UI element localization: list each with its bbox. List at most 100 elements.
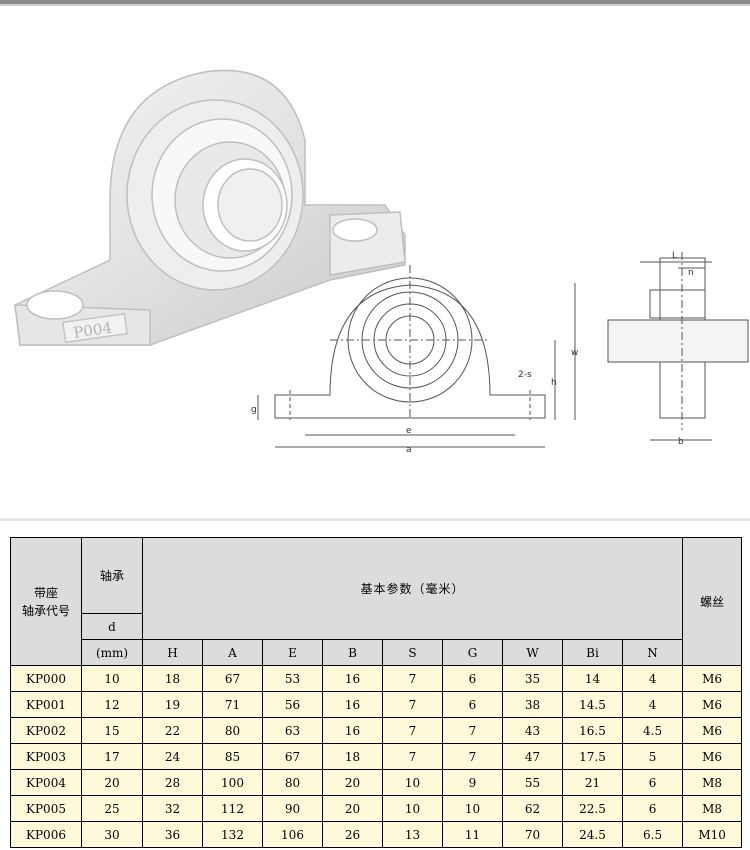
table-cell: 25 bbox=[81, 795, 143, 822]
table-cell: 28 bbox=[142, 769, 203, 796]
table-cell: 32 bbox=[142, 795, 203, 822]
table-cell: 15 bbox=[81, 717, 143, 744]
table-cell: 10 bbox=[382, 795, 443, 822]
table-cell: 24.5 bbox=[562, 821, 623, 848]
table-cell: 36 bbox=[142, 821, 203, 848]
table-cell: 13 bbox=[382, 821, 443, 848]
table-cell: 62 bbox=[502, 795, 563, 822]
table-cell: 55 bbox=[502, 769, 563, 796]
dim-label-L: L bbox=[672, 251, 677, 261]
thread-cell: M8 bbox=[682, 795, 743, 822]
header-unit: (mm) bbox=[81, 639, 143, 666]
table-cell: 19 bbox=[142, 691, 203, 718]
header-bearing: 轴承 bbox=[81, 537, 143, 614]
model-code-cell: KP002 bbox=[10, 717, 82, 744]
section-divider bbox=[0, 518, 750, 521]
column-header: N bbox=[621, 639, 684, 666]
dim-label-h: h bbox=[551, 378, 557, 388]
product-drawing: P004 w h g e a 2-s L n bbox=[14, 69, 749, 455]
table-cell: 10 bbox=[81, 665, 143, 692]
table-cell: 6.5 bbox=[621, 821, 684, 848]
dim-label-n: n bbox=[688, 268, 694, 278]
thread-cell: M6 bbox=[682, 691, 743, 718]
table-cell: 10 bbox=[442, 795, 503, 822]
table-cell: 80 bbox=[202, 717, 263, 744]
table-cell: 6 bbox=[442, 665, 503, 692]
table-cell: 18 bbox=[322, 743, 383, 770]
table-cell: 7 bbox=[442, 743, 503, 770]
table-cell: 35 bbox=[502, 665, 563, 692]
dim-label-a: a bbox=[406, 445, 412, 455]
model-code-cell: KP001 bbox=[10, 691, 82, 718]
table-cell: 7 bbox=[382, 717, 443, 744]
column-header: H bbox=[142, 639, 203, 666]
table-cell: 17.5 bbox=[562, 743, 623, 770]
table-cell: 43 bbox=[502, 717, 563, 744]
header-thread: 螺丝 bbox=[682, 537, 743, 666]
table-cell: 24 bbox=[142, 743, 203, 770]
table-cell: 14.5 bbox=[562, 691, 623, 718]
table-cell: 22 bbox=[142, 717, 203, 744]
thread-cell: M6 bbox=[682, 743, 743, 770]
table-cell: 12 bbox=[81, 691, 143, 718]
table-cell: 63 bbox=[262, 717, 323, 744]
table-cell: 85 bbox=[202, 743, 263, 770]
table-cell: 71 bbox=[202, 691, 263, 718]
front-view-drawing bbox=[257, 265, 576, 448]
table-cell: 56 bbox=[262, 691, 323, 718]
column-header: E bbox=[262, 639, 323, 666]
column-header: S bbox=[382, 639, 443, 666]
table-cell: 30 bbox=[81, 821, 143, 848]
model-code-cell: KP004 bbox=[10, 769, 82, 796]
model-code-cell: KP003 bbox=[10, 743, 82, 770]
model-code-cell: KP005 bbox=[10, 795, 82, 822]
table-cell: 4 bbox=[621, 691, 684, 718]
table-cell: 10 bbox=[382, 769, 443, 796]
table-cell: 53 bbox=[262, 665, 323, 692]
table-cell: 7 bbox=[382, 665, 443, 692]
table-cell: 26 bbox=[322, 821, 383, 848]
spec-table: 带座 轴承代号 轴承 基本参数（毫米） 螺丝 d (mm) H A E B S … bbox=[10, 537, 743, 848]
table-cell: 20 bbox=[322, 769, 383, 796]
table-cell: 16 bbox=[322, 717, 383, 744]
thread-cell: M6 bbox=[682, 665, 743, 692]
table-cell: 90 bbox=[262, 795, 323, 822]
header-housing-code: 带座 轴承代号 bbox=[10, 537, 82, 666]
table-cell: 7 bbox=[442, 717, 503, 744]
dim-label-s: 2-s bbox=[518, 370, 532, 380]
table-cell: 16.5 bbox=[562, 717, 623, 744]
dim-label-w: w bbox=[571, 348, 578, 358]
table-cell: 9 bbox=[442, 769, 503, 796]
table-cell: 70 bbox=[502, 821, 563, 848]
model-code-cell: KP006 bbox=[10, 821, 82, 848]
table-cell: 6 bbox=[621, 769, 684, 796]
side-view-drawing bbox=[607, 252, 749, 441]
column-header: Bi bbox=[562, 639, 623, 666]
thread-cell: M6 bbox=[682, 717, 743, 744]
pillow-block-3d-illustration bbox=[14, 69, 406, 346]
table-cell: 21 bbox=[562, 769, 623, 796]
table-cell: 11 bbox=[442, 821, 503, 848]
table-cell: 47 bbox=[502, 743, 563, 770]
table-cell: 106 bbox=[262, 821, 323, 848]
housing-mark-text: P004 bbox=[72, 319, 113, 342]
model-code-cell: KP000 bbox=[10, 665, 82, 692]
table-cell: 7 bbox=[382, 743, 443, 770]
column-header: B bbox=[322, 639, 383, 666]
table-cell: 112 bbox=[202, 795, 263, 822]
table-cell: 100 bbox=[202, 769, 263, 796]
table-cell: 20 bbox=[322, 795, 383, 822]
column-header: A bbox=[202, 639, 263, 666]
table-cell: 16 bbox=[322, 691, 383, 718]
table-cell: 6 bbox=[621, 795, 684, 822]
table-cell: 22.5 bbox=[562, 795, 623, 822]
column-header: W bbox=[502, 639, 563, 666]
table-cell: 20 bbox=[81, 769, 143, 796]
